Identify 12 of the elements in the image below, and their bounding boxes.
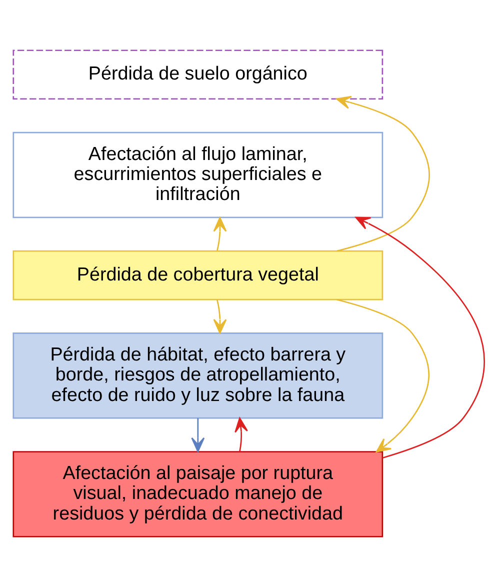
node-box: Pérdida de cobertura vegetal [12,250,384,300]
node-box: Pérdida de hábitat, efecto barrera y borde, riesgos de atropellamiento, efecto de ruido y luz sobre la fauna [12,332,384,419]
node-box: Afectación al flujo laminar, escurrimientos superficiales e infiltración [12,132,384,218]
node-box: Afectación al paisaje por ruptura visual, inadecuado manejo de residuos y pérdida de conectividad [12,451,384,538]
arrow [213,300,227,334]
arrow [355,216,485,458]
node-box: Pérdida de suelo orgánico [12,50,384,100]
arrow [213,217,227,251]
arrow [191,418,205,452]
arrow [234,418,248,452]
arrow [336,96,430,252]
arrow [336,298,430,452]
